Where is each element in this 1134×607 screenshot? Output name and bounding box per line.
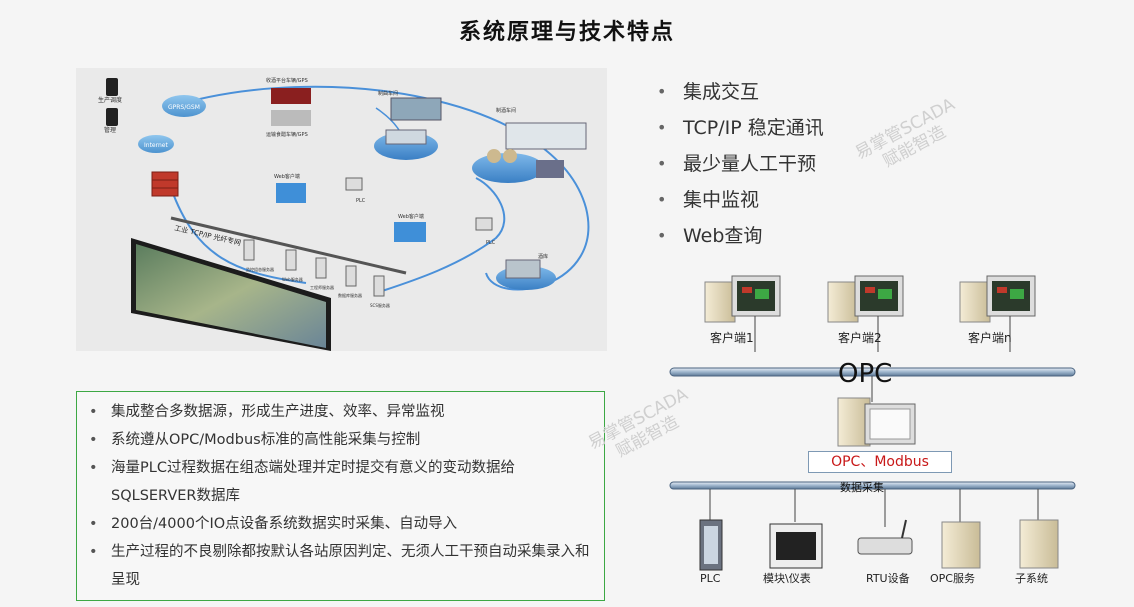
client-label: 客户端n bbox=[968, 330, 1012, 345]
detail-item: 生产过程的不良剔除都按默认各站原因判定、无须人工干预自动采集录入和呈现 bbox=[89, 538, 596, 594]
opc-modbus-label: OPC、Modbus bbox=[808, 451, 952, 473]
label-server4: 数据库服务器 bbox=[338, 292, 362, 298]
device-label: RTU设备 bbox=[866, 571, 910, 585]
data-acquisition-label: 数据采集 bbox=[840, 480, 884, 494]
plc-icon bbox=[475, 217, 493, 231]
detail-feature-box: 集成整合多数据源，形成生产进度、效率、异常监视 系统遵从OPC/Modbus标准… bbox=[76, 391, 605, 601]
client-computer-icon bbox=[959, 275, 1036, 352]
client-label: 客户端1 bbox=[710, 330, 754, 345]
factory-building-icon bbox=[505, 122, 587, 150]
label-prod-dispatch: 生产调度 bbox=[98, 96, 122, 104]
label-internet: Internet bbox=[144, 142, 168, 149]
label-web-client2: Web客户端 bbox=[398, 213, 424, 220]
topology-svg: 生产调度 管理 GPRS/GSM Internet 收酒平台车辆/GPS 运输食… bbox=[98, 77, 590, 351]
opc-service-icon bbox=[941, 521, 981, 569]
label-manage: 管理 bbox=[104, 126, 116, 134]
label-vehicle-gps1: 收酒平台车辆/GPS bbox=[266, 77, 308, 84]
device-label: OPC服务 bbox=[930, 572, 975, 585]
label-qu-workshop: 制曲车间 bbox=[378, 90, 398, 97]
cloud-icon bbox=[162, 95, 206, 117]
server-icon bbox=[345, 265, 357, 287]
label-server2: Web服务器 bbox=[282, 276, 303, 282]
feature-item: 最少量人工干预 bbox=[657, 146, 915, 182]
label-plc1: PLC bbox=[356, 198, 366, 204]
label-web-client1: Web客户端 bbox=[274, 173, 300, 180]
detail-list: 集成整合多数据源，形成生产进度、效率、异常监视 系统遵从OPC/Modbus标准… bbox=[77, 392, 604, 594]
device-label: PLC bbox=[700, 572, 721, 585]
label-server3: 工程师服务器 bbox=[310, 284, 334, 290]
phone-icon bbox=[106, 108, 118, 126]
system-topology-diagram: 生产调度 管理 GPRS/GSM Internet 收酒平台车辆/GPS 运输食… bbox=[76, 68, 607, 351]
label-vehicle-gps2: 运输食醋车辆/GPS bbox=[266, 131, 308, 138]
opc-bus-label: OPC bbox=[838, 359, 892, 389]
detail-item: 200台/4000个IO点设备系统数据实时采集、自动导入 bbox=[89, 510, 596, 538]
subsystem-icon bbox=[1019, 519, 1059, 569]
firewall-icon bbox=[151, 171, 179, 197]
display-wall-screen bbox=[136, 244, 326, 348]
label-server5: SCS服务器 bbox=[370, 302, 390, 308]
warehouse-icon bbox=[505, 259, 541, 279]
rtu-device-icon bbox=[857, 519, 913, 555]
server-icon bbox=[243, 239, 255, 261]
detail-item: 集成整合多数据源，形成生产进度、效率、异常监视 bbox=[89, 398, 596, 426]
label-jiu-workshop: 制酒车间 bbox=[496, 107, 516, 114]
module-instrument-icon bbox=[769, 523, 823, 569]
opc-server-icon bbox=[837, 397, 916, 447]
plc-icon bbox=[345, 177, 363, 191]
feature-item: Web查询 bbox=[657, 218, 915, 254]
web-client-icon bbox=[276, 183, 306, 203]
tank-group-icon bbox=[536, 160, 564, 178]
client-computer-icon bbox=[704, 275, 781, 352]
client-computer-icon bbox=[827, 275, 904, 352]
feature-list: 集成交互 TCP/IP 稳定通讯 最少量人工干预 集中监视 Web查询 bbox=[655, 74, 915, 254]
detail-item: 海量PLC过程数据在组态端处理并定时提交有意义的变动数据给SQLSERVER数据… bbox=[89, 454, 596, 510]
architecture-diagram: 客户端1 客户端2 客户端n OPC 数据采集 PLC 模块\仪表 RTU设备 … bbox=[669, 275, 1076, 585]
feature-item: 集成交互 bbox=[657, 74, 915, 110]
page-title: 系统原理与技术特点 bbox=[458, 19, 675, 45]
tank-icon bbox=[487, 149, 501, 163]
server-icon bbox=[373, 275, 385, 297]
truck-icon bbox=[271, 88, 311, 104]
data-acquisition-bus bbox=[669, 481, 1076, 490]
label-server1: 监控组态服务器 bbox=[246, 266, 274, 272]
factory-building-icon bbox=[390, 97, 442, 121]
web-client-icon bbox=[394, 222, 426, 242]
feature-bullets: 集成交互 TCP/IP 稳定通讯 最少量人工干预 集中监视 Web查询 bbox=[655, 74, 915, 254]
device-label: 模块\仪表 bbox=[763, 571, 811, 585]
fiber-network-line bbox=[170, 216, 407, 275]
plc-icon bbox=[699, 519, 723, 571]
feature-item: 集中监视 bbox=[657, 182, 915, 218]
device-label: 子系统 bbox=[1015, 572, 1048, 585]
tank-icon bbox=[503, 149, 517, 163]
phone-icon bbox=[106, 78, 118, 96]
server-icon bbox=[315, 257, 327, 279]
label-gprs: GPRS/GSM bbox=[168, 104, 200, 111]
label-warehouse: 酒库 bbox=[538, 253, 548, 260]
server-icon bbox=[285, 249, 297, 271]
detail-item: 系统遵从OPC/Modbus标准的高性能采集与控制 bbox=[89, 426, 596, 454]
truck-icon bbox=[271, 110, 311, 126]
cloud-icon bbox=[138, 135, 174, 153]
feature-item: TCP/IP 稳定通讯 bbox=[657, 110, 915, 146]
client-label: 客户端2 bbox=[838, 330, 882, 345]
label-plc2: PLC bbox=[486, 240, 496, 246]
